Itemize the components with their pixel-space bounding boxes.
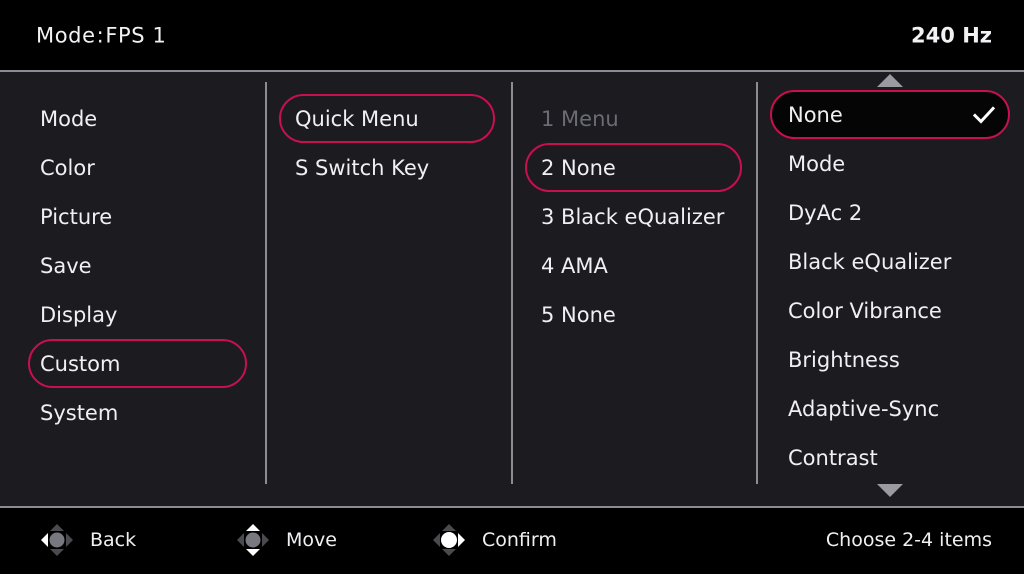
slot-item-3[interactable]: 3 Black eQualizer [525, 192, 742, 241]
main-menu-item-display[interactable]: Display [28, 290, 247, 339]
option-item-black-equalizer[interactable]: Black eQualizer [770, 237, 1010, 286]
footer-hint-label: Confirm [482, 529, 557, 551]
option-item-label: DyAc 2 [788, 200, 863, 225]
column-divider [756, 82, 758, 484]
options-column: None Mode DyAc 2 Black eQualizer Color V… [756, 72, 1024, 506]
option-item-dyac-2[interactable]: DyAc 2 [770, 188, 1010, 237]
slot-item-label: 2 None [541, 155, 616, 180]
main-menu-item-system[interactable]: System [28, 388, 247, 437]
slot-item-label: 1 Menu [541, 106, 619, 131]
triangle-up-icon[interactable] [877, 74, 903, 88]
osd-footer: Back Move Confirm Choose 2-4 items [0, 506, 1024, 574]
option-item-label: None [788, 102, 843, 127]
main-menu-item-label: Color [40, 155, 95, 180]
footer-hint-back[interactable]: Back [40, 523, 136, 557]
dpad-left-icon [41, 524, 73, 556]
dpad-updown-icon [237, 524, 269, 556]
submenu-item-quick-menu[interactable]: Quick Menu [279, 94, 495, 143]
option-item-label: Color Vibrance [788, 298, 942, 323]
option-item-color-vibrance[interactable]: Color Vibrance [770, 286, 1010, 335]
main-menu-item-label: Save [40, 253, 92, 278]
slot-list-column: 1 Menu 2 None 3 Black eQualizer 4 AMA 5 … [511, 72, 756, 506]
slot-item-1: 1 Menu [525, 94, 742, 143]
dpad-center-icon [433, 524, 465, 556]
slot-item-label: 5 None [541, 302, 616, 327]
column-divider [511, 82, 513, 484]
slot-item-label: 3 Black eQualizer [541, 204, 725, 229]
triangle-down-icon[interactable] [877, 484, 903, 498]
option-item-brightness[interactable]: Brightness [770, 335, 1010, 384]
header-mode-value: FPS 1 [105, 23, 167, 48]
footer-note: Choose 2-4 items [825, 529, 992, 551]
check-icon [972, 105, 996, 124]
main-menu-item-label: Display [40, 302, 118, 327]
main-menu-item-color[interactable]: Color [28, 143, 247, 192]
option-item-label: Mode [788, 151, 846, 176]
header-mode-indicator: Mode:FPS 1 [36, 24, 166, 48]
main-menu-item-label: Picture [40, 204, 113, 229]
submenu-column: Quick Menu S Switch Key [265, 72, 511, 506]
option-item-contrast[interactable]: Contrast [770, 433, 1010, 482]
main-menu-item-label: System [40, 400, 119, 425]
submenu-item-label: Quick Menu [295, 106, 419, 131]
slot-item-4[interactable]: 4 AMA [525, 241, 742, 290]
option-item-none[interactable]: None [770, 90, 1010, 139]
footer-hint-move[interactable]: Move [236, 523, 337, 557]
main-menu-item-mode[interactable]: Mode [28, 94, 247, 143]
main-menu-item-label: Custom [40, 351, 121, 376]
header-mode-separator: : [96, 23, 105, 48]
option-item-adaptive-sync[interactable]: Adaptive-Sync [770, 384, 1010, 433]
header-refresh-rate: 240 Hz [911, 23, 992, 48]
submenu-item-label: S Switch Key [295, 155, 430, 180]
main-menu-item-picture[interactable]: Picture [28, 192, 247, 241]
osd-body: Mode Color Picture Save Display Custom [0, 72, 1024, 506]
main-menu-column: Mode Color Picture Save Display Custom [0, 72, 265, 506]
slot-item-2[interactable]: 2 None [525, 143, 742, 192]
column-divider [265, 82, 267, 484]
footer-hint-confirm[interactable]: Confirm [432, 523, 557, 557]
footer-hint-label: Back [90, 529, 137, 551]
footer-hint-label: Move [286, 529, 337, 551]
main-menu-item-save[interactable]: Save [28, 241, 247, 290]
slot-item-5[interactable]: 5 None [525, 290, 742, 339]
option-item-label: Black eQualizer [788, 249, 952, 274]
main-menu-item-custom[interactable]: Custom [28, 339, 247, 388]
submenu-item-s-switch-key[interactable]: S Switch Key [279, 143, 495, 192]
osd-header: Mode:FPS 1 240 Hz [0, 0, 1024, 72]
option-item-label: Contrast [788, 445, 878, 470]
option-item-label: Adaptive-Sync [788, 396, 940, 421]
slot-item-label: 4 AMA [541, 253, 608, 278]
option-item-mode[interactable]: Mode [770, 139, 1010, 188]
header-mode-label: Mode [36, 23, 96, 48]
main-menu-item-label: Mode [40, 106, 98, 131]
option-item-label: Brightness [788, 347, 900, 372]
